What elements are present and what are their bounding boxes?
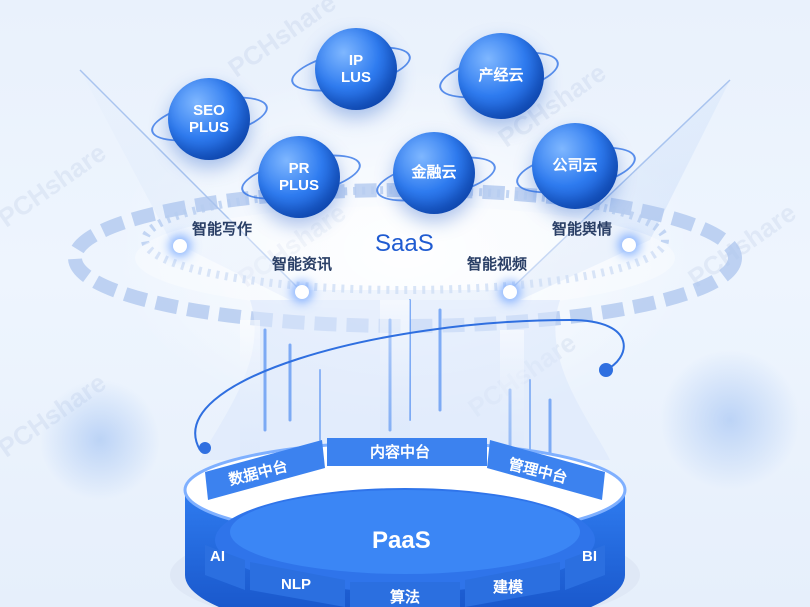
planet-gongsi-cloud: 公司云 (532, 123, 618, 209)
paas-segment-bi: BI (582, 548, 597, 565)
paas-segment-algorithm: 算法 (390, 589, 421, 606)
paas-segment-content-center: 内容中台 (370, 444, 431, 461)
planet-seo-plus: SEO PLUS (168, 78, 250, 160)
node-dot (622, 238, 636, 252)
planet-ip-lus: IP LUS (315, 28, 397, 110)
node-dot (173, 239, 187, 253)
paas-segment-ai: AI (210, 548, 225, 565)
saas-item-writing: 智能写作 (192, 221, 253, 238)
planet-jinrong-cloud: 金融云 (393, 132, 475, 214)
saas-title: SaaS (375, 230, 434, 257)
planet-pr-plus: PR PLUS (258, 136, 340, 218)
planet-chanjing-cloud: 产经云 (458, 33, 544, 119)
paas-title: PaaS (372, 527, 431, 554)
saas-item-news: 智能资讯 (272, 256, 333, 273)
node-dot (295, 285, 309, 299)
saas-item-sentiment: 智能舆情 (552, 221, 613, 238)
saas-item-video: 智能视频 (467, 256, 528, 273)
node-dot (503, 285, 517, 299)
paas-segment-nlp: NLP (281, 576, 311, 593)
paas-segment-modeling: 建模 (493, 579, 524, 596)
